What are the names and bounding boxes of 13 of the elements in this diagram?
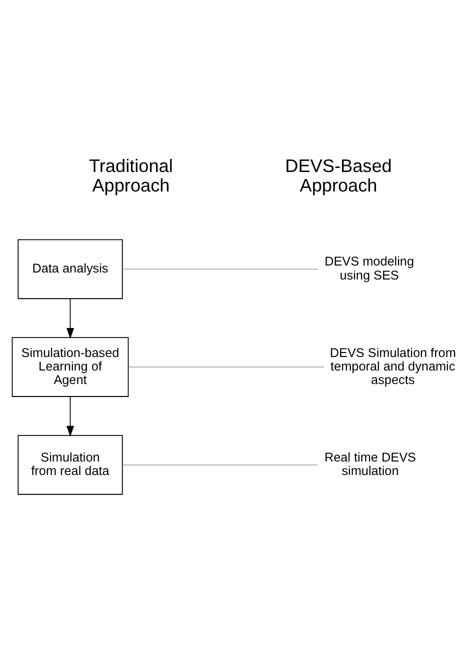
node-box: Simulation-based Learning of Agent [12, 337, 129, 397]
node-text: Real time DEVS simulation [324, 450, 416, 478]
node-text: DEVS Simulation from temporal and dynamic aspects [330, 346, 456, 387]
arrow [66, 298, 74, 339]
label: Traditional Approach [89, 156, 173, 196]
label: DEVS-Based Approach [285, 156, 392, 196]
arrow [66, 396, 74, 437]
connector [128, 366, 324, 368]
node-box: Simulation from real data [18, 435, 123, 495]
connector [122, 268, 318, 270]
node-text: DEVS modeling using SES [324, 254, 414, 282]
node-box: Data analysis [18, 239, 123, 300]
connector [122, 464, 318, 466]
